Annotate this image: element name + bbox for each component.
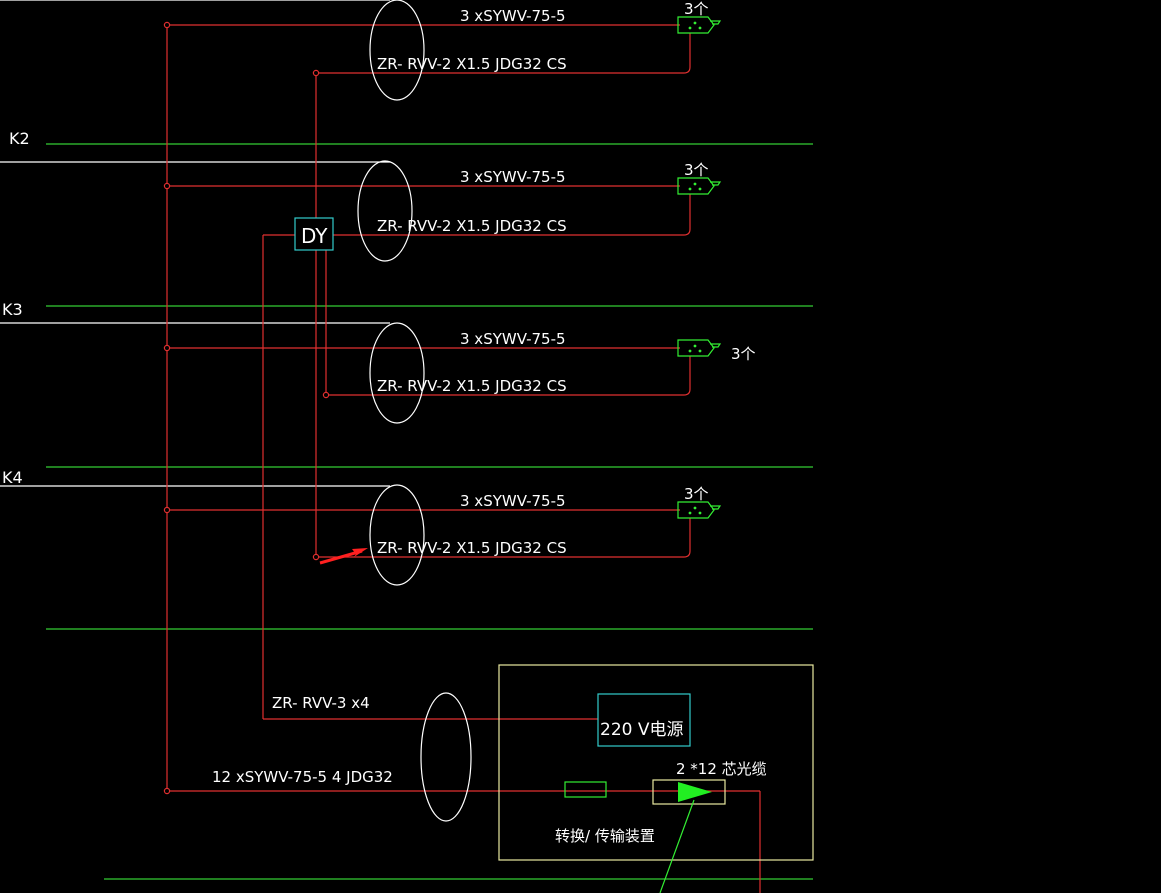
power-supply-box[interactable] (597, 693, 691, 747)
junction-node (312, 553, 320, 561)
red-arrow-pointer-icon (319, 548, 368, 565)
vertical-risers (166, 25, 327, 791)
camera-icon[interactable] (677, 177, 722, 195)
white-bus-lines (0, 0, 390, 487)
equipment-enclosure[interactable] (498, 664, 814, 861)
bottom-section: ZR- RVV-3 x4 12 xSYWV-75-5 4 JDG32 220 V… (163, 664, 814, 893)
video-cable-label: 3 xSYWV-75-5 (460, 7, 566, 25)
junction-node (312, 69, 320, 77)
conduit-ellipse (369, 484, 425, 586)
floor-block-2: K2 3 xSYWV-75-5ZR- RVV-2 X1.5 JDG32 CS 3个 (9, 129, 722, 262)
power-cable-label: ZR- RVV-2 X1.5 JDG32 CS (377, 539, 567, 557)
converter-icon (564, 781, 607, 798)
floor-blocks: 3 xSYWV-75-5ZR- RVV-2 X1.5 JDG32 CS3个K23… (2, 0, 756, 586)
camera-icon[interactable] (677, 16, 722, 34)
power-cable-line (326, 356, 691, 396)
video-cable-label: 3 xSYWV-75-5 (460, 330, 566, 348)
video-cable-label: 3 xSYWV-75-5 (460, 492, 566, 510)
fiber-label: 2 *12 芯光缆 (676, 760, 767, 778)
camera-icon[interactable] (677, 501, 722, 519)
floor-lines (46, 143, 813, 880)
conduit-ellipse-bottom (420, 692, 472, 822)
junction-node (163, 506, 171, 514)
power-cable-label: ZR- RVV-3 x4 (272, 694, 370, 712)
trunk-node (163, 787, 171, 795)
optical-transmitter-icon (678, 782, 712, 802)
dy-box-label: DY (301, 224, 328, 248)
camera-count-label: 3个 (684, 485, 709, 503)
power-cable-line (316, 518, 691, 558)
conduit-ellipse (357, 160, 413, 262)
camera-count-label: 3个 (684, 161, 709, 179)
conduit-ellipse (369, 0, 425, 101)
fiber-line (659, 799, 695, 893)
camera-icon[interactable] (677, 339, 722, 357)
floor-label: K3 (2, 300, 23, 319)
floor-label: K4 (2, 468, 23, 487)
camera-count-label: 3个 (684, 0, 709, 18)
floor-label: K2 (9, 129, 30, 148)
junction-node (322, 391, 330, 399)
power-cable-label: ZR- RVV-2 X1.5 JDG32 CS (377, 217, 567, 235)
dy-box-frame (294, 217, 334, 251)
power-cable-line (316, 33, 691, 74)
dy-box[interactable]: DY (263, 217, 334, 251)
floor-block-1: 3 xSYWV-75-5ZR- RVV-2 X1.5 JDG32 CS 3个 (163, 0, 722, 101)
floor-block-4: K4 3 xSYWV-75-5ZR- RVV-2 X1.5 JDG32 CS 3个 (2, 468, 722, 586)
device-label: 转换/ 传输装置 (555, 827, 655, 845)
video-cable-label: 3 xSYWV-75-5 (460, 168, 566, 186)
power-cable-label: ZR- RVV-2 X1.5 JDG32 CS (377, 55, 567, 73)
power-cable-line (333, 194, 691, 236)
conduit-ellipse (369, 322, 425, 424)
camera-count-label: 3个 (731, 345, 756, 363)
optical-transmitter-box[interactable] (652, 779, 726, 805)
junction-node (163, 344, 171, 352)
floor-block-3: K3 3 xSYWV-75-5ZR- RVV-2 X1.5 JDG32 CS 3个 (2, 300, 756, 424)
trunk-cable-label: 12 xSYWV-75-5 4 JDG32 (212, 768, 393, 786)
junction-node (163, 182, 171, 190)
power-supply-label: 220 V电源 (600, 720, 683, 740)
junction-node (163, 21, 171, 29)
power-cable-label: ZR- RVV-2 X1.5 JDG32 CS (377, 377, 567, 395)
